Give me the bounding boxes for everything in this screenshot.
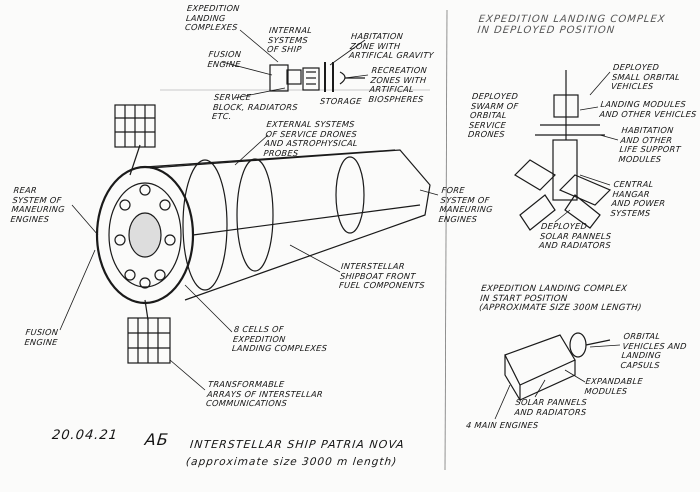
label-habitation-modules: Habitation and other life support module… <box>618 125 682 164</box>
label-rear-maneuring: Rear system of maneuring engines <box>10 185 66 224</box>
label-service-drones: Deployed swarm of orbital service drones <box>467 91 520 139</box>
label-small-vehicles: Deployed small orbital vehicles <box>610 62 681 91</box>
label-expandable-modules: Expandable modules <box>584 376 644 396</box>
label-expedition-landing-complexes: Expedition landing complexes <box>184 3 241 32</box>
label-landing-cells: 8 cells of expedition landing complexes <box>231 324 328 353</box>
label-recreation-zones: Recreation zones with artifical biospher… <box>368 65 428 104</box>
leader-lines <box>59 29 621 420</box>
label-start-solar: Solar pannels and radiators <box>514 397 588 417</box>
label-central-hangar: Central hangar and power systems <box>610 179 666 218</box>
label-fusion-engine-top: Fusion engine <box>207 49 242 69</box>
label-comm-arrays: Transformable arrays of interstellar com… <box>205 379 324 408</box>
label-deployed-solar: Deployed solar pannels and radiators <box>538 221 612 250</box>
main-ship <box>95 104 431 364</box>
deployed-complex <box>514 70 612 231</box>
date: 20.04.21 <box>51 428 119 443</box>
top-schematic <box>160 62 430 92</box>
label-storage: Storage <box>319 96 363 106</box>
divider-line <box>444 9 448 471</box>
label-orbital-vehicles: Orbital vehicles and landing capsuls <box>620 331 688 370</box>
label-main-engines: 4 main engines <box>465 420 539 430</box>
label-habitation-zone: Habitation zone with artifical gravity <box>348 31 435 60</box>
label-internal-systems: Internal systems of ship <box>266 25 313 54</box>
ship-title: Interstellar ship Patria Nova <box>189 438 406 451</box>
label-external-systems: External systems of service drones and a… <box>263 119 359 158</box>
deployed-title: Expedition landing complex in deployed p… <box>476 14 667 36</box>
label-service-block: Service block, radiators etc. <box>211 92 299 121</box>
label-fusion-engine-main: Fusion engine <box>24 327 59 347</box>
start-title: Expedition landing complex in start posi… <box>478 284 643 313</box>
ship-subtitle: (approximate size 3000 m length) <box>185 456 398 468</box>
signature: АБ <box>144 430 170 449</box>
label-fore-maneuring: Fore system of maneuring engines <box>438 185 494 224</box>
label-front-fuel: Interstellar shipboat front fuel compone… <box>338 261 426 290</box>
start-complex <box>504 332 611 403</box>
label-landing-modules: Landing modules and other vehicles <box>599 99 698 119</box>
